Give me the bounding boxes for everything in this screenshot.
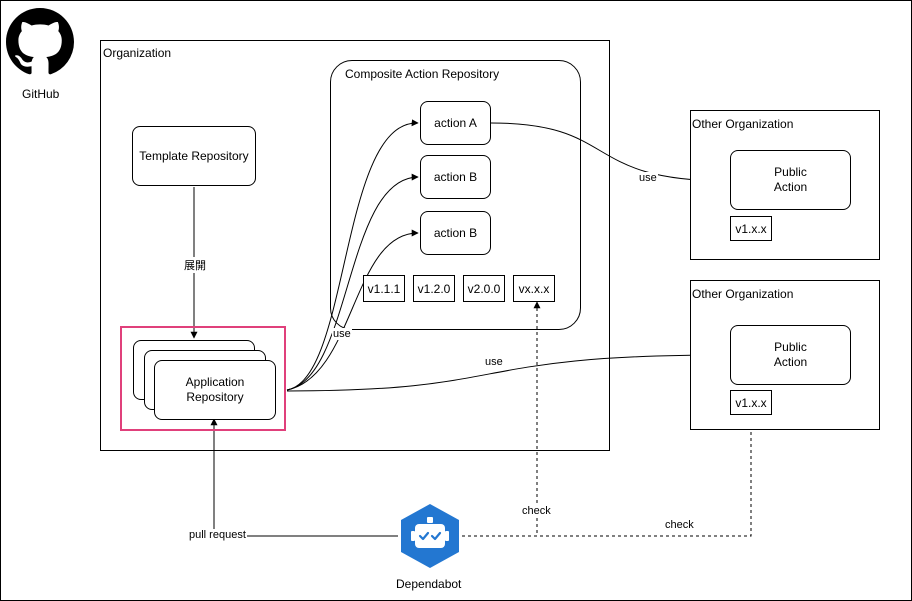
version-tag-other-org-2: v1.x.x (730, 390, 772, 415)
other-organization-title-2: Other Organization (692, 287, 794, 301)
action-b-label-1: action B (433, 169, 478, 184)
template-repository-node: Template Repository (132, 126, 256, 186)
use-arrow-public-1 (490, 122, 729, 185)
action-b-label-2: action B (433, 225, 478, 240)
use-edge-label-public-2: use (484, 356, 504, 368)
version-tag-v2-0-0: v2.0.0 (463, 275, 505, 302)
use-arrow-action-b2 (286, 229, 419, 391)
pull-request-edge-label: pull request (188, 529, 247, 541)
application-repository-label-line1: Application (185, 375, 245, 389)
use-arrow-action-b1 (286, 173, 419, 391)
action-a-node: action A (420, 101, 491, 145)
organization-title: Organization (103, 46, 172, 60)
dependabot-label: Dependabot (396, 577, 462, 591)
version-tag-v1-2-0: v1.2.0 (413, 275, 455, 302)
composite-action-repository-title: Composite Action Repository (345, 67, 500, 81)
check-edge-label-other-org: check (664, 519, 695, 531)
use-arrow-action-a (286, 119, 419, 391)
version-tag-other-org-1: v1.x.x (730, 216, 772, 241)
use-arrow-public-2 (286, 351, 729, 392)
expand-edge-label: 展開 (183, 257, 207, 273)
version-tag-vx-x-x: vx.x.x (513, 275, 555, 302)
composite-action-repository-container (330, 60, 581, 330)
application-repository-label-line2: Repository (186, 390, 244, 404)
public-action-label-1-line1: Public (774, 165, 807, 179)
public-action-label-1-line2: Action (773, 180, 808, 194)
other-organization-title-1: Other Organization (692, 117, 794, 131)
action-a-label: action A (434, 115, 477, 130)
action-b-node-1: action B (420, 155, 491, 199)
version-tag-v1-1-1: v1.1.1 (363, 275, 405, 302)
use-edge-label-composite: use (332, 328, 352, 340)
public-action-node-2: Public Action (730, 325, 851, 385)
application-repository-node: Application Repository (154, 360, 276, 420)
use-edge-label-public-1: use (638, 172, 658, 184)
public-action-label-2-line2: Action (773, 355, 808, 369)
check-arrow-other-org (462, 418, 755, 537)
organization-container (100, 40, 610, 451)
template-repository-label: Template Repository (139, 148, 249, 163)
check-edge-label-composite: check (521, 505, 552, 517)
application-highlight-frame (120, 326, 286, 431)
public-action-label-2-line1: Public (774, 340, 807, 354)
github-logo-icon (6, 8, 74, 75)
public-action-node-1: Public Action (730, 150, 851, 210)
dependabot-icon (401, 504, 459, 568)
github-label: GitHub (22, 87, 60, 101)
action-b-node-2: action B (420, 211, 491, 255)
